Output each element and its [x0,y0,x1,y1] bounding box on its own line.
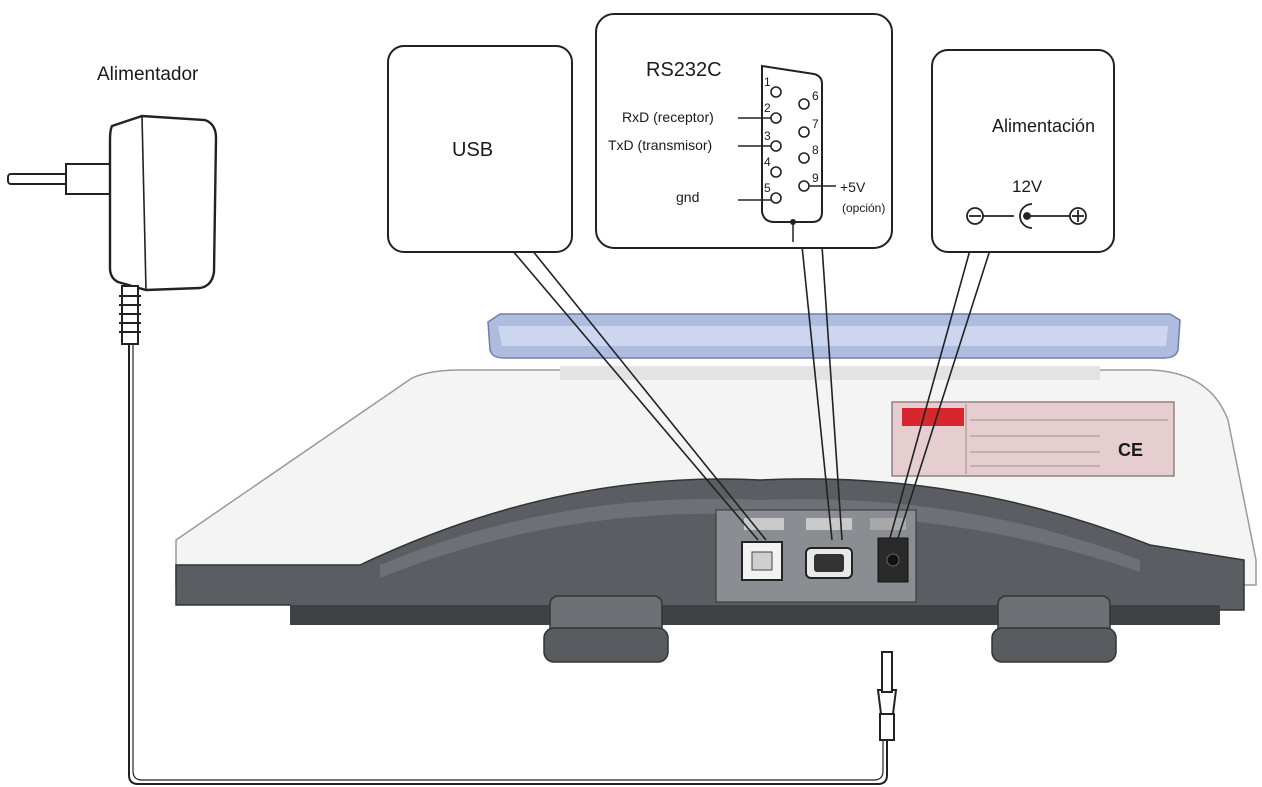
adapter-cable [128,344,888,785]
rs232-callout: RS232C 1 2 3 4 5 6 7 8 9 [595,13,893,249]
pin-number: 2 [764,101,771,115]
db9-pin-4 [770,166,782,178]
vplus-note: (opción) [842,201,885,215]
power-callout: Alimentación 12V [931,49,1115,253]
callout-leaders [511,245,991,541]
adapter-plug-pin [7,173,69,185]
usb-callout: USB [387,45,573,253]
db9-pin-2 [770,112,782,124]
adapter-plug-collar [65,163,117,195]
db9-pin-9 [798,180,810,192]
pin-number: 1 [764,75,771,89]
db9-pin-3 [770,140,782,152]
ce-mark: CE [1118,440,1143,460]
voltage-label: 12V [1012,177,1043,196]
pin-number: 8 [812,143,819,157]
adapter-body [108,114,218,292]
scale-foot-right [991,595,1117,663]
rating-label: CE [891,401,1175,477]
pin-number: 6 [812,89,819,103]
rxd-label: RxD (receptor) [622,109,714,125]
barrel-plug [876,651,898,741]
usb-label: USB [452,139,493,161]
txd-label: TxD (transmisor) [608,137,712,153]
gnd-label: gnd [676,189,699,205]
pin-number: 9 [812,171,819,185]
db9-pin-6 [798,98,810,110]
db9-pin-7 [798,126,810,138]
polarity-symbol [966,203,1087,229]
scale-foot-left [543,595,669,663]
pin-number: 4 [764,155,771,169]
rs232-label: RS232C [646,59,722,81]
adapter-label: Alimentador [97,64,199,85]
vplus-label: +5V [840,179,866,195]
db9-pin-8 [798,152,810,164]
pin-number: 3 [764,129,771,143]
pin-number: 5 [764,181,771,195]
db9-pin-5 [770,192,782,204]
scale-body: CE [175,313,1257,663]
scale-base [175,478,1245,611]
power-label: Alimentación [992,116,1095,136]
pin-number: 7 [812,117,819,131]
power-adapter: Alimentador [7,64,898,785]
db9-pin-1 [770,86,782,98]
